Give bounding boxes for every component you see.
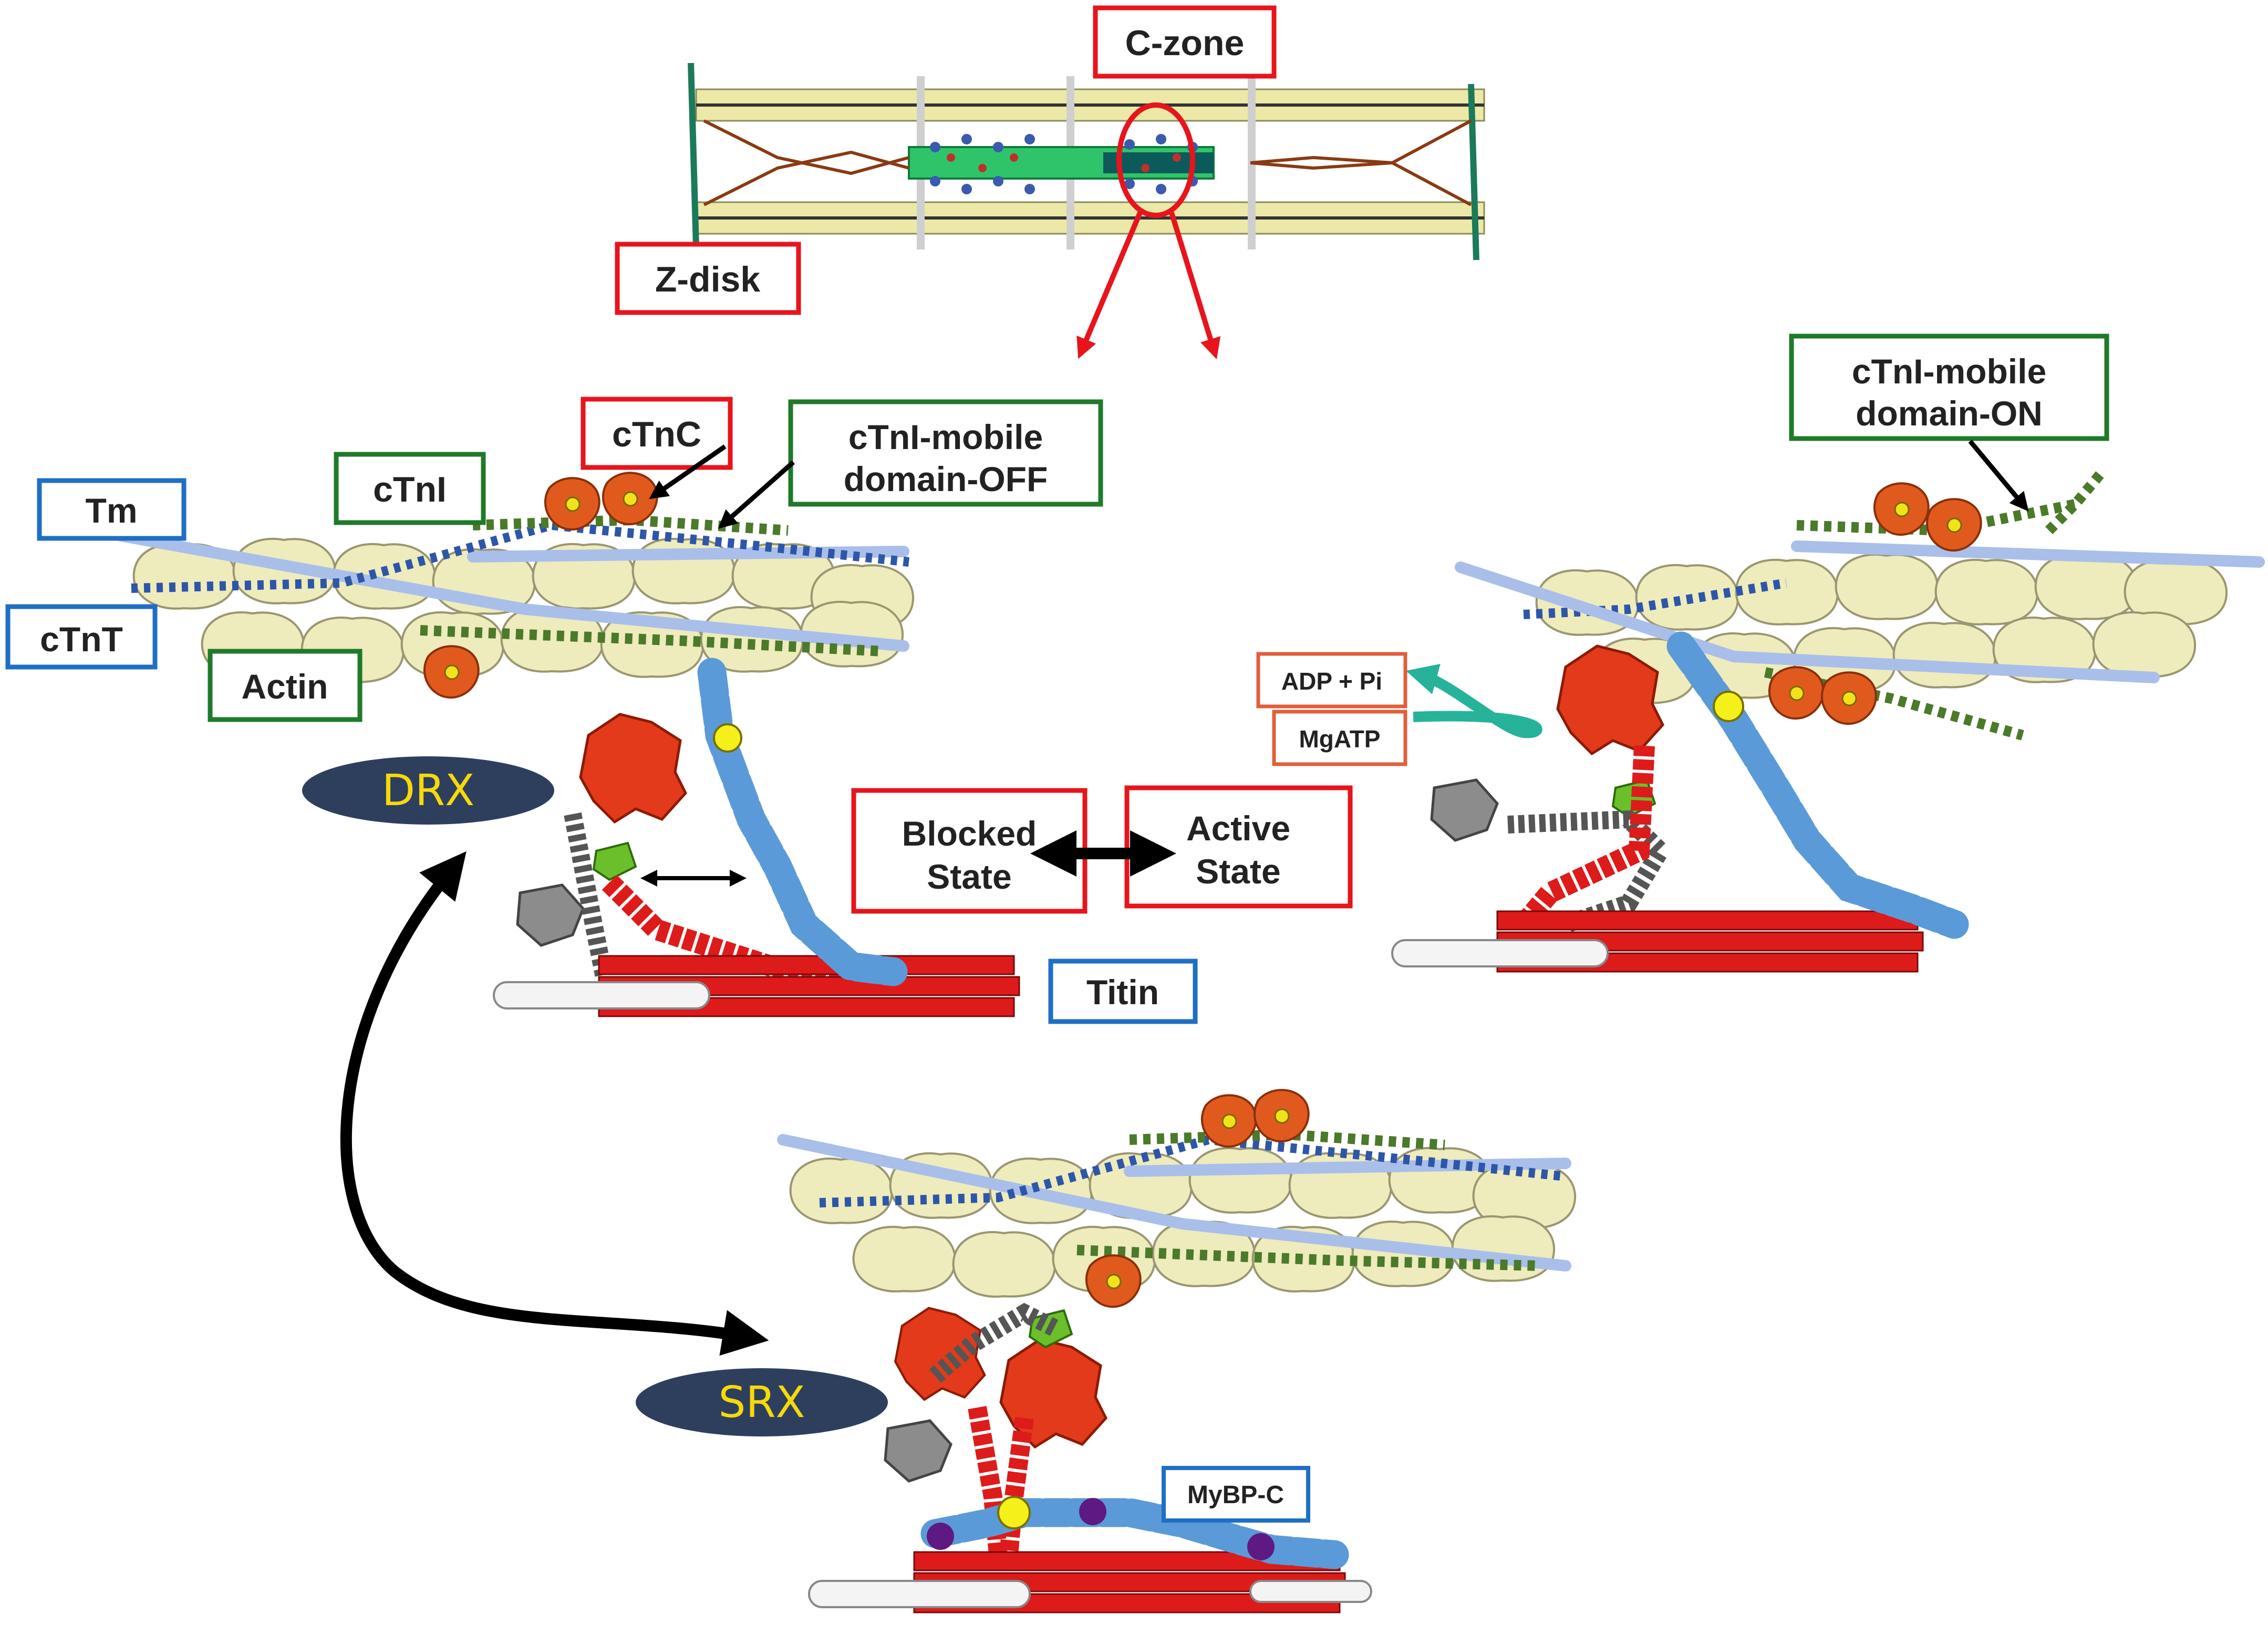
sarcomere-overview [688,63,1485,360]
ctni-off-label-line1: cTnI-mobile [848,418,1043,456]
ctni-on-box [1789,334,2109,441]
c-zone-box [1093,5,1277,79]
thick-filament-right [1391,910,1924,973]
tm-label: Tm [86,491,138,530]
tm-box [37,478,187,541]
actin-label: Actin [242,667,328,706]
myosin-head-active [1432,646,1672,933]
mybpc-box [1162,1466,1310,1523]
atp-cycle-arrow [1406,663,1542,738]
ctnc-label: cTnC [612,414,701,454]
ctni-off-box [788,399,1103,507]
drx-state-badge [302,756,554,825]
adp-pi-label: ADP + Pi [1281,668,1382,695]
c-zone-label: C-zone [1125,23,1245,63]
ctni-box [334,452,486,525]
blocked-label-line2: State [927,857,1011,896]
mgatp-label: MgATP [1299,725,1380,753]
actin-box [208,649,363,722]
thin-filament-bottom [777,1089,1577,1308]
mybpc-bottom [920,1496,1349,1569]
thick-filament-left [493,955,1020,1017]
titin-box [1048,959,1198,1024]
active-label-line2: State [1196,852,1280,891]
ctnt-box [5,604,158,670]
blocked-label-line1: Blocked [902,814,1037,853]
ctni-on-label-line1: cTnI-mobile [1852,352,2046,391]
ctnc-box [581,397,733,470]
drx-srx-curved-arrow [340,851,769,1356]
titin-label: Titin [1086,973,1159,1012]
ctni-off-label-line2: domain-OFF [844,460,1048,498]
z-disk-box [615,242,801,315]
mgatp-box [1272,710,1407,766]
active-label-line1: Active [1186,809,1290,848]
mybpc-label: MyBP-C [1187,1481,1284,1509]
drx-label: DRX [382,766,474,816]
ctni-label: cTnI [373,470,447,509]
ctni-on-label-line2: domain-ON [1856,394,2043,433]
srx-state-badge [636,1368,888,1436]
srx-label: SRX [718,1378,805,1428]
thin-filament-right [1455,469,2265,741]
z-disk-label: Z-disk [655,259,760,299]
adp-pi-box [1256,652,1407,709]
ctnt-label: cTnT [40,620,123,659]
mybpc-right [1666,631,1969,939]
mybpc-left [697,658,908,986]
